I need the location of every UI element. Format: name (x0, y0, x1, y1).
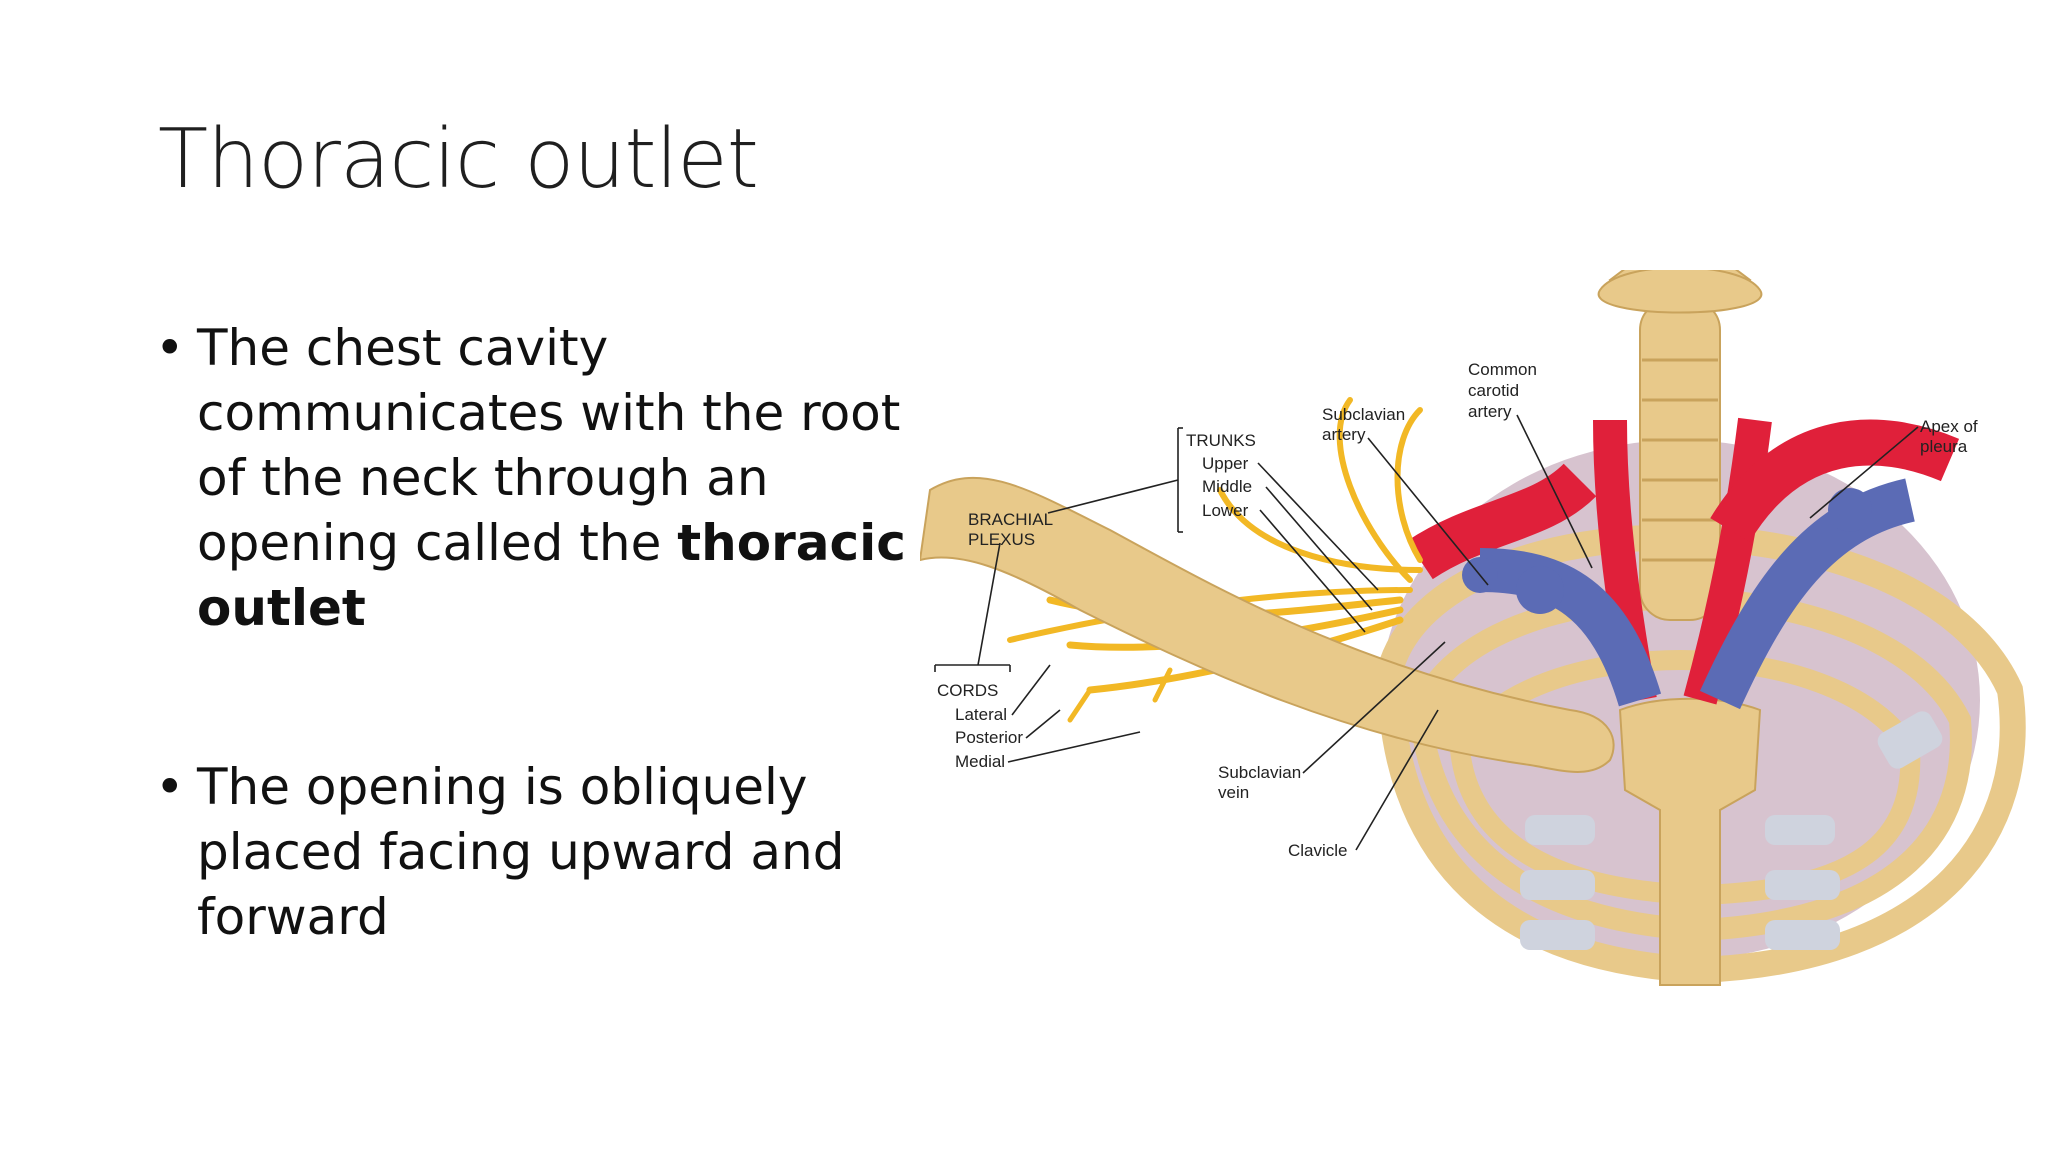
slide-title: Thoracic outlet (158, 112, 759, 207)
left-common-carotid-artery (1683, 417, 1772, 705)
label-clavicle: Clavicle (1288, 841, 1348, 860)
vertebral-column (1597, 270, 1763, 621)
bullet-item: The chest cavity communicates with the r… (155, 316, 915, 641)
bullet-text: The opening is obliquely placed facing u… (197, 758, 845, 946)
clavicle-bone (920, 476, 1615, 773)
bullet-list: The chest cavity communicates with the r… (155, 316, 915, 950)
bullet-bold-term: thoracic outlet (197, 514, 906, 637)
costal-cartilage (1877, 711, 1943, 769)
left-subclavian-artery (1710, 419, 1960, 543)
right-subclavian-artery (1407, 463, 1597, 580)
costal-cartilage (1765, 870, 1840, 900)
label-middle: Middle (1202, 477, 1252, 496)
costal-cartilage (1765, 920, 1840, 950)
bullet-text: The chest cavity communicates with the r… (197, 319, 901, 572)
costal-cartilage (1520, 870, 1595, 900)
label-upper: Upper (1202, 454, 1249, 473)
label-cords: CORDS (937, 681, 998, 700)
costal-cartilage (1520, 920, 1595, 950)
bullet-item: The opening is obliquely placed facing u… (155, 755, 915, 950)
label-lower: Lower (1202, 501, 1249, 520)
costal-cartilage (1525, 815, 1595, 845)
right-subclavian-vein (1479, 548, 1662, 707)
label-lateral: Lateral (955, 705, 1007, 724)
label-medial: Medial (955, 752, 1005, 771)
left-subclavian-vein (1699, 478, 1916, 710)
label-trunks: TRUNKS (1186, 431, 1256, 450)
costal-cartilage (1765, 815, 1835, 845)
label-posterior: Posterior (955, 728, 1023, 747)
